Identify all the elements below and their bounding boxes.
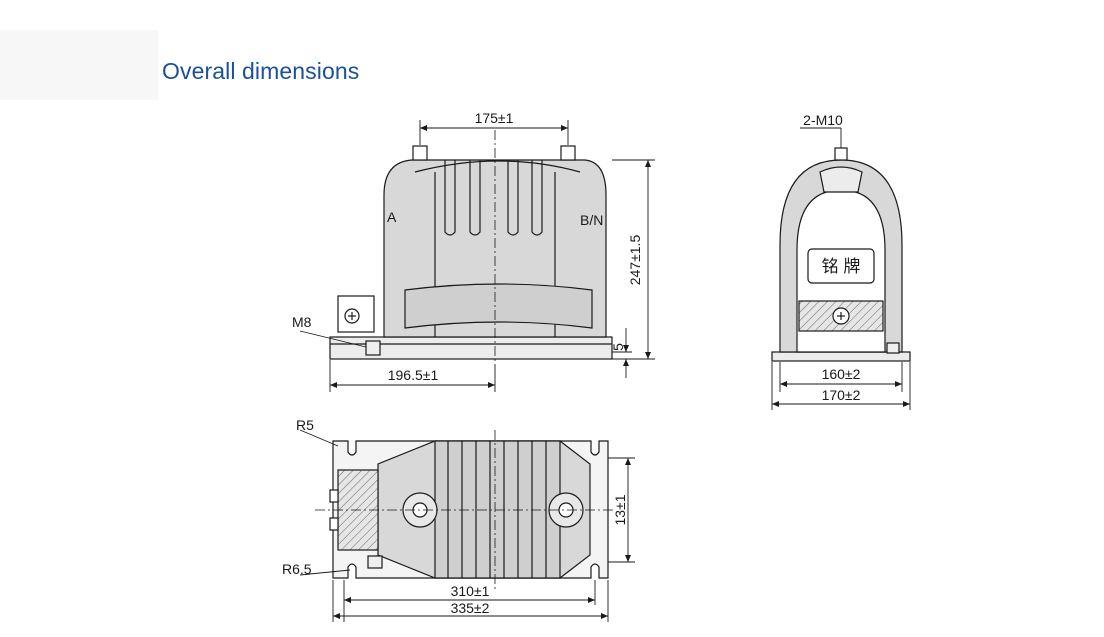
front-dimensions: [299, 120, 655, 392]
label-terminal-a: A: [387, 209, 397, 225]
terminal-a-icon: [412, 145, 428, 161]
front-shed-4: [531, 160, 543, 236]
dim-base-step: 5: [610, 343, 626, 351]
dim-total-length: 335±2: [451, 600, 490, 616]
front-shed-2: [469, 160, 481, 236]
top-view: [315, 430, 615, 590]
front-belt: [404, 283, 593, 329]
title-band: [0, 30, 158, 100]
front-dome: [414, 160, 581, 173]
dim-front-height: 247±1.5: [627, 235, 643, 286]
side-dimensions: [771, 362, 911, 410]
front-shed-1: [444, 160, 456, 236]
nameplate: [807, 248, 875, 284]
label-ground-bolt: M8: [292, 314, 312, 330]
front-view: [329, 130, 613, 365]
label-terminal-bn: B/N: [580, 212, 603, 228]
side-terminal-icon: [834, 147, 848, 161]
dim-mount-spacing: 310±1: [451, 583, 490, 599]
top-shed-block: [434, 440, 561, 579]
top-dimensions: [299, 429, 635, 622]
page-title: Overall dimensions: [162, 58, 360, 84]
side-view: [771, 127, 911, 362]
dim-top-width: 13±1: [612, 494, 628, 525]
label-radius-large: R6.5: [282, 561, 312, 577]
m8-bolt-icon: [365, 340, 381, 356]
side-ground-bolt-icon: [886, 342, 900, 354]
front-shed-3: [507, 160, 519, 236]
dim-terminal-spacing: 175±1: [475, 110, 514, 126]
nameplate-label: 铭 牌: [822, 257, 861, 276]
dim-inner-width: 160±2: [822, 366, 861, 382]
side-top-cap: [819, 166, 863, 193]
label-radius-small: R5: [296, 417, 314, 433]
dim-front-depth: 196.5±1: [388, 367, 439, 383]
terminal-bn-icon: [560, 145, 576, 161]
top-ground-bolt-icon: [367, 555, 383, 569]
dim-outer-width: 170±2: [822, 387, 861, 403]
label-terminal-thread: 2-M10: [803, 112, 843, 128]
